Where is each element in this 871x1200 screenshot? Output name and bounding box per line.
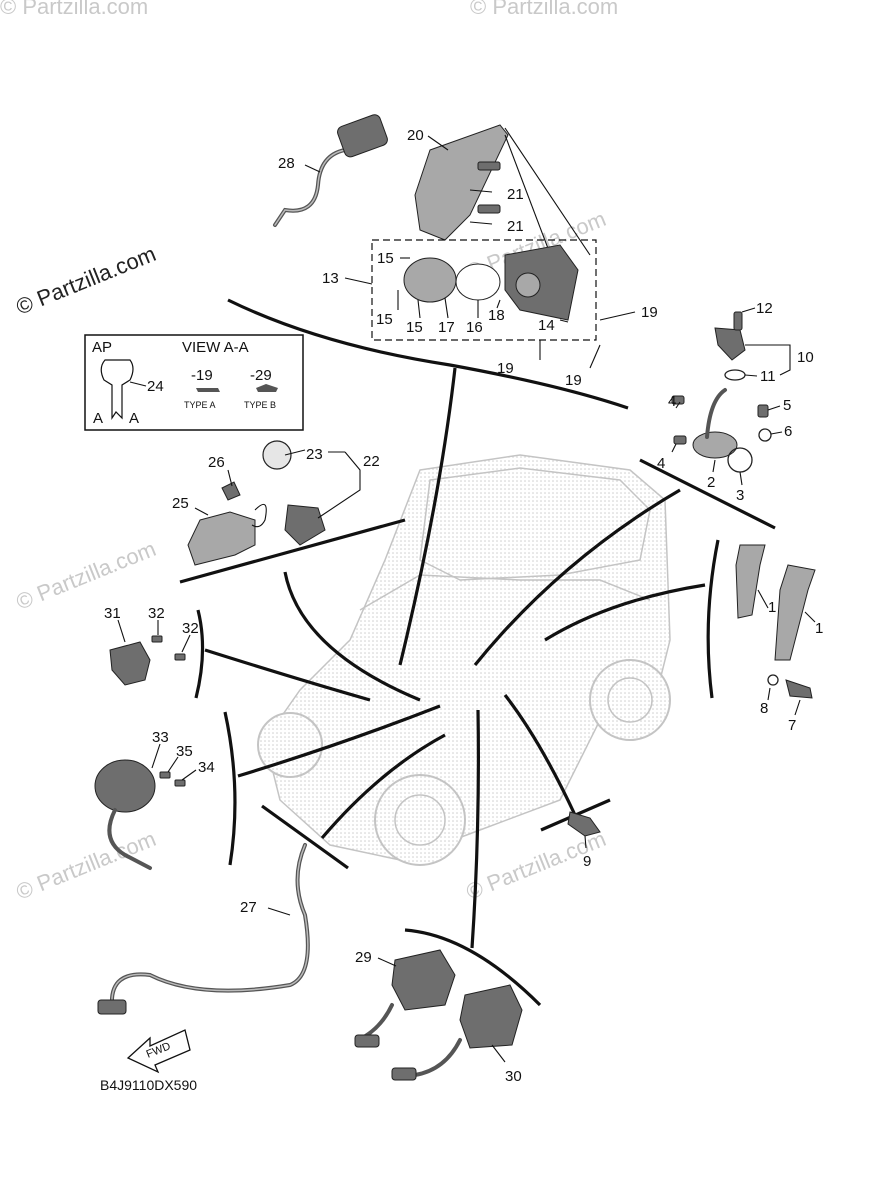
callout-15: 15 xyxy=(377,250,394,267)
callout-3: 3 xyxy=(736,487,744,504)
callout-34: 34 xyxy=(198,759,215,776)
callout-25: 25 xyxy=(172,495,189,512)
callout-28: 28 xyxy=(278,155,295,172)
vehicle-silhouette xyxy=(257,454,671,866)
callout-19c: 19 xyxy=(565,372,582,389)
callout-13: 13 xyxy=(322,270,339,287)
callout-24: 24 xyxy=(147,378,164,395)
sensor-2-parts xyxy=(671,311,772,473)
watermark-top-mid: © Partzilla.com xyxy=(470,0,618,19)
callout-5: 5 xyxy=(783,397,791,414)
watermark-top-left: © Partzilla.com xyxy=(0,0,148,19)
relay-31-part xyxy=(109,635,186,686)
watermark-left-mid: © Partzilla.com xyxy=(13,536,160,615)
callout-32b: 32 xyxy=(182,620,199,637)
callout-1b: 1 xyxy=(815,620,823,637)
cable-28-part xyxy=(273,114,388,227)
callout-21: 21 xyxy=(507,186,524,203)
callout-15b: 15 xyxy=(376,311,393,328)
inset-view-label: VIEW A-A xyxy=(182,339,249,356)
type-a-key-cut xyxy=(196,388,220,392)
callouts: 20 21 21 28 13 15 15 15 17 16 18 14 19 1… xyxy=(104,127,823,1085)
sensor-9-part xyxy=(567,811,601,837)
callout-1: 1 xyxy=(768,599,776,616)
section-a-left: A xyxy=(93,410,103,427)
assembly-13-box xyxy=(371,239,597,341)
type-b-label: TYPE B xyxy=(244,400,276,410)
callout-9: 9 xyxy=(583,853,591,870)
callout-11: 11 xyxy=(760,368,776,385)
section-a-right: A xyxy=(129,410,139,427)
callout-15c: 15 xyxy=(406,319,423,336)
callout-17: 17 xyxy=(438,319,455,336)
type-a-number: -19 xyxy=(191,367,213,384)
callout-14: 14 xyxy=(538,317,555,334)
callout-8: 8 xyxy=(760,700,768,717)
callout-27: 27 xyxy=(240,899,257,916)
callout-19: 19 xyxy=(641,304,658,321)
inset-ap-label: AP xyxy=(92,339,112,356)
callout-12: 12 xyxy=(756,300,773,317)
fwd-arrow-icon: FWD xyxy=(126,1029,191,1074)
bolt-21-parts xyxy=(477,161,501,214)
callout-4: 4 xyxy=(668,393,676,410)
callout-4b: 4 xyxy=(657,455,665,472)
horn-29-part xyxy=(354,949,456,1048)
drawing-code: B4J9110DX590 xyxy=(100,1077,197,1093)
key-icon xyxy=(100,359,134,420)
callout-32: 32 xyxy=(148,605,165,622)
callout-19b: 19 xyxy=(497,360,514,377)
callout-30: 30 xyxy=(505,1068,522,1085)
sensor-27-part xyxy=(97,843,310,1015)
watermark-main: © Partzilla.com xyxy=(13,241,160,320)
bracket-lines xyxy=(179,298,776,1007)
leader-lines xyxy=(117,135,816,1063)
callout-22: 22 xyxy=(363,453,380,470)
callout-7: 7 xyxy=(788,717,796,734)
type-a-label: TYPE A xyxy=(184,400,216,410)
horn-30-part xyxy=(391,984,523,1081)
callout-26: 26 xyxy=(208,454,225,471)
key-switch-parts xyxy=(187,440,326,566)
inset-box: AP VIEW A-A 24 A A -19 -29 TYPE A TYPE B xyxy=(84,334,304,431)
callout-31: 31 xyxy=(104,605,121,622)
watermark-left-low: © Partzilla.com xyxy=(13,826,160,905)
callout-10: 10 xyxy=(797,349,814,366)
callout-20: 20 xyxy=(407,127,424,144)
callout-29: 29 xyxy=(355,949,372,966)
callout-16: 16 xyxy=(466,319,483,336)
type-b-key-cut xyxy=(256,384,278,392)
callout-21b: 21 xyxy=(507,218,524,235)
callout-35: 35 xyxy=(176,743,193,760)
callout-23: 23 xyxy=(306,446,323,463)
callout-2: 2 xyxy=(707,474,715,491)
callout-6: 6 xyxy=(784,423,792,440)
ignition-coil-parts xyxy=(735,544,816,699)
main-unit-13-parts xyxy=(403,244,579,321)
callout-18: 18 xyxy=(488,307,505,324)
type-b-number: -29 xyxy=(250,367,272,384)
callout-33: 33 xyxy=(152,729,169,746)
horn-33-part xyxy=(94,759,186,870)
